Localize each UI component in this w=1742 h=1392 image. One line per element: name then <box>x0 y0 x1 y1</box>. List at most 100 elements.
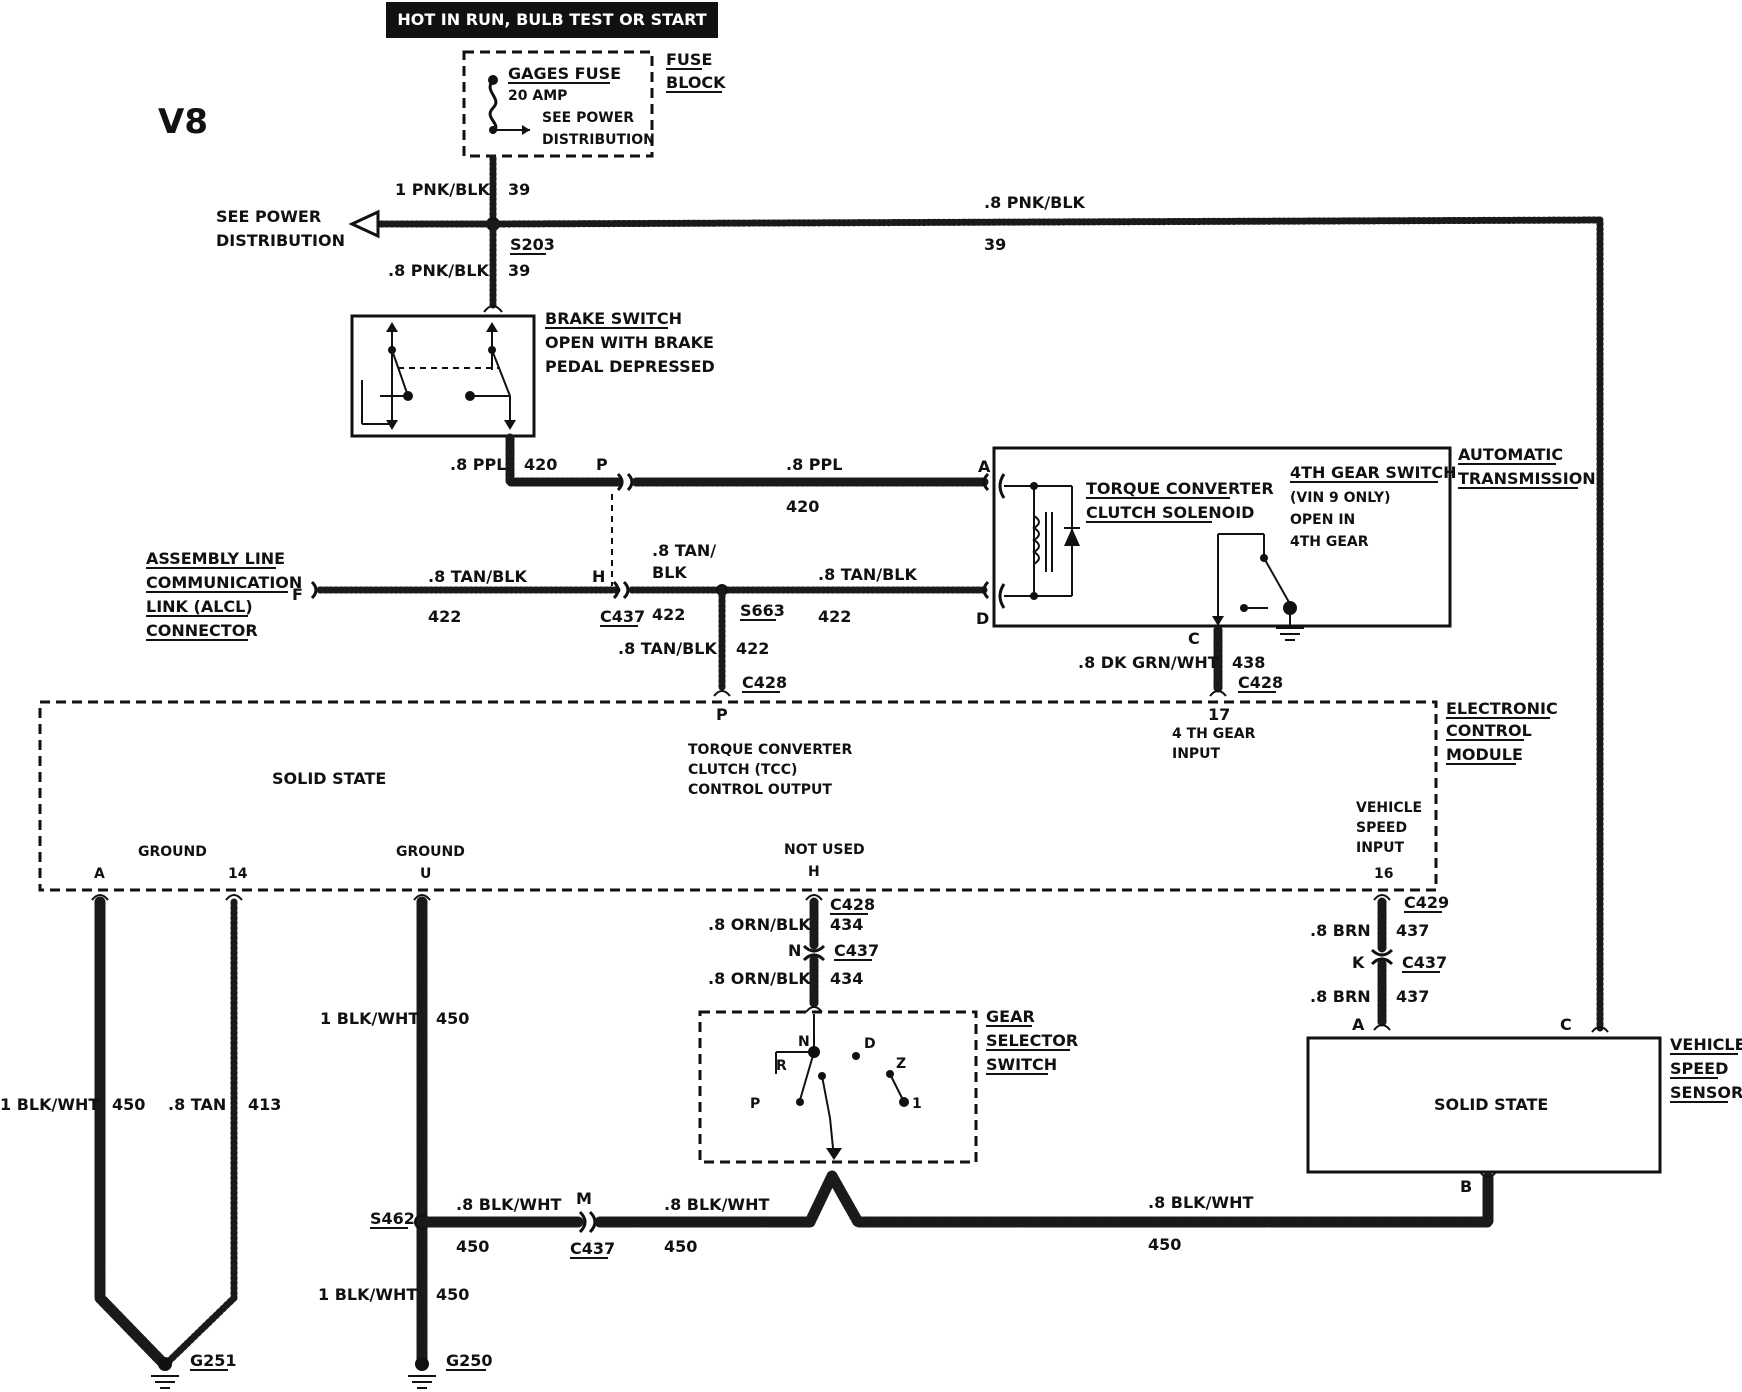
header-text: HOT IN RUN, BULB TEST OR START <box>397 10 706 29</box>
label-brn-a: .8 BRN <box>1310 921 1371 940</box>
vss-box <box>1306 1036 1662 1174</box>
wire-39-right <box>489 216 1604 1032</box>
ecm-vss-input-2: SPEED <box>1356 820 1407 836</box>
label-420-a: 420 <box>524 455 557 474</box>
ecm-tcc-output-1: TORQUE CONVERTER <box>688 742 852 758</box>
label-orn-blk-a: .8 ORN/BLK <box>708 915 811 934</box>
label-422-b: 422 <box>652 605 685 624</box>
label-s462: S462 <box>370 1209 415 1228</box>
ecm-solid-state: SOLID STATE <box>272 769 386 788</box>
label-1-blk-wht-c: 1 BLK/WHT <box>318 1285 417 1304</box>
label-450-f: 450 <box>1148 1235 1181 1254</box>
label-c428-a: C428 <box>742 673 787 692</box>
gear-selector-box <box>698 1010 978 1164</box>
label-c428-b: C428 <box>1238 673 1283 692</box>
label-8-ppl-b: .8 PPL <box>786 455 842 474</box>
gear4-switch-desc-1: (VIN 9 ONLY) <box>1290 490 1391 506</box>
gages-fuse-amp: 20 AMP <box>508 88 567 104</box>
gear-pos-n: N <box>798 1034 810 1050</box>
label-8-blk-wht-c: .8 BLK/WHT <box>1148 1193 1253 1212</box>
ecm-vss-input-1: VEHICLE <box>1356 800 1422 816</box>
diode-icon <box>1064 528 1080 546</box>
ecm-gear4-input-2: INPUT <box>1172 746 1221 762</box>
label-tan-split-1: .8 TAN/ <box>652 541 716 560</box>
label-450-b: 450 <box>436 1009 469 1028</box>
gear-pos-p: P <box>750 1096 760 1112</box>
label-g251: G251 <box>190 1351 237 1370</box>
label-pin-c-b: C <box>1560 1015 1572 1034</box>
header-banner <box>386 2 718 38</box>
ecm-pin-a: A <box>94 866 105 882</box>
tcc-solenoid-title-1: TORQUE CONVERTER <box>1086 479 1274 498</box>
ecm-title-3: MODULE <box>1446 745 1523 764</box>
fuse-block-title-1: FUSE <box>666 50 712 69</box>
label-tan-split-2: BLK <box>652 563 687 582</box>
label-c437-c: C437 <box>834 941 879 960</box>
label-8-tan: .8 TAN <box>168 1095 226 1114</box>
vss-title-2: SPEED <box>1670 1059 1728 1078</box>
ecm-tcc-output-3: CONTROL OUTPUT <box>688 782 832 798</box>
label-39-c: 39 <box>984 235 1006 254</box>
brake-switch-desc-1: OPEN WITH BRAKE <box>545 333 714 352</box>
gear-pos-z: Z <box>896 1056 906 1072</box>
gear4-switch-desc-3: 4TH GEAR <box>1290 534 1369 550</box>
label-434-a: 434 <box>830 915 863 934</box>
alcl-title-3: LINK (ALCL) <box>146 597 253 616</box>
label-1-blk-wht-b: 1 BLK/WHT <box>320 1009 419 1028</box>
tcc-solenoid-coil <box>1032 515 1040 565</box>
vss-title-1: VEHICLE <box>1670 1035 1742 1054</box>
label-422-c: 422 <box>818 607 851 626</box>
label-pin-p-b: P <box>716 705 728 724</box>
label-c429: C429 <box>1404 893 1449 912</box>
label-39-a: 39 <box>508 180 530 199</box>
fuse-block-outline <box>462 50 654 158</box>
ecm-pin-14: 14 <box>228 866 248 882</box>
label-420-b: 420 <box>786 497 819 516</box>
left-see-power-1: SEE POWER <box>216 207 321 226</box>
fuse-see-power-1: SEE POWER <box>542 110 634 126</box>
ecm-gear4-input-1: 4 TH GEAR <box>1172 726 1256 742</box>
gear-selector-title-1: GEAR <box>986 1007 1035 1026</box>
label-8-tan-blk-c: .8 TAN/BLK <box>618 639 717 658</box>
ground-g251-icon <box>151 1375 179 1389</box>
alcl-title-2: COMMUNICATION <box>146 573 302 592</box>
ecm-pin-u: U <box>420 866 431 882</box>
label-8-tan-blk-b: .8 TAN/BLK <box>818 565 917 584</box>
brake-switch-title: BRAKE SWITCH <box>545 309 682 328</box>
vss-solid-state: SOLID STATE <box>1434 1095 1548 1114</box>
wire-450-m-to-gearsel <box>594 1170 1494 1228</box>
label-450-a: 450 <box>112 1095 145 1114</box>
label-437-a: 437 <box>1396 921 1429 940</box>
label-s203: S203 <box>510 235 555 254</box>
label-brn-b: .8 BRN <box>1310 987 1371 1006</box>
ground-g250-icon <box>408 1375 436 1389</box>
label-c437-d: C437 <box>1402 953 1447 972</box>
ecm-title-2: CONTROL <box>1446 721 1532 740</box>
auto-trans-title-1: AUTOMATIC <box>1458 445 1563 464</box>
ecm-not-used: NOT USED <box>784 842 865 858</box>
label-8-pnk-blk-a: .8 PNK/BLK <box>388 261 490 280</box>
wire-420 <box>505 433 625 487</box>
gear-pos-d: D <box>864 1036 876 1052</box>
fuse-block-title-2: BLOCK <box>666 73 726 92</box>
alcl-title-1: ASSEMBLY LINE <box>146 549 285 568</box>
label-8-blk-wht-a: .8 BLK/WHT <box>456 1195 561 1214</box>
gear-selector-title-3: SWITCH <box>986 1055 1057 1074</box>
label-orn-blk-b: .8 ORN/BLK <box>708 969 811 988</box>
label-437-b: 437 <box>1396 987 1429 1006</box>
engine-label: V8 <box>158 102 208 142</box>
gear-pos-r: R <box>776 1058 787 1074</box>
label-422-d: 422 <box>736 639 769 658</box>
label-8-tan-blk-a: .8 TAN/BLK <box>428 567 527 586</box>
ecm-box <box>38 700 1438 892</box>
label-pin-p-a: P <box>596 455 608 474</box>
label-c437-b: C437 <box>570 1239 615 1258</box>
brake-switch-desc-2: PEDAL DEPRESSED <box>545 357 715 376</box>
gages-fuse-name: GAGES FUSE <box>508 64 621 83</box>
label-450-e: 450 <box>664 1237 697 1256</box>
ecm-ground-a: GROUND <box>138 844 207 860</box>
transmission-box <box>992 446 1452 628</box>
wire-413-pin-14 <box>162 898 238 1368</box>
gear4-switch-title: 4TH GEAR SWITCH <box>1290 463 1457 482</box>
